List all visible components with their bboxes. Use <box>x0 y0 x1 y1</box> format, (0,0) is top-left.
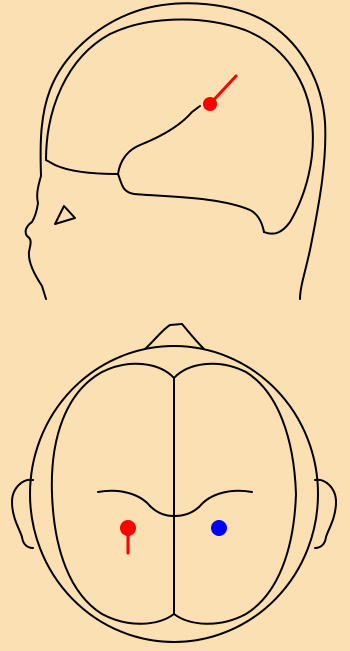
dipole-marker-sagittal <box>203 97 217 111</box>
dipole-marker-axial-red <box>120 520 136 536</box>
dipole-marker-axial-blue <box>211 520 227 536</box>
